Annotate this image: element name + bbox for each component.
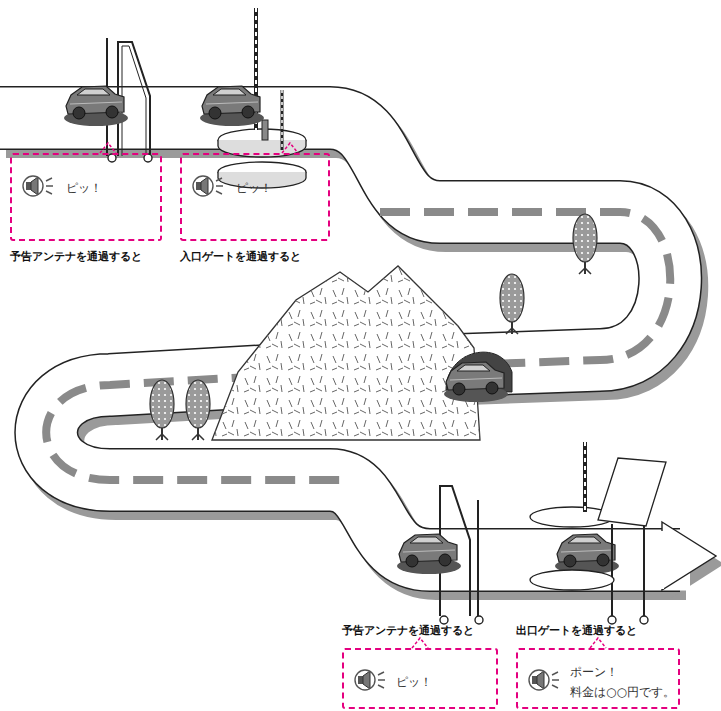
- speech-callout: ピッ！予告アンテナを通過すると: [10, 153, 162, 241]
- callout-heading: 予告アンテナを通過すると: [342, 623, 474, 638]
- speech-callout: 予告アンテナを通過するとピッ！: [342, 648, 498, 709]
- sound-text: ポーン！: [570, 664, 618, 681]
- callout-heading: 入口ゲートを通過すると: [180, 249, 301, 264]
- callout-heading: 出口ゲートを通過すると: [516, 623, 637, 638]
- callout-heading: 予告アンテナを通過すると: [10, 249, 142, 264]
- sound-text: ピッ！: [66, 180, 102, 197]
- speech-callout: 出口ゲートを通過するとポーン！料金は○○円です。: [516, 648, 680, 709]
- sound-text: 料金は○○円です。: [570, 684, 675, 701]
- sound-text: ピッ！: [236, 180, 272, 197]
- speech-callout: ピッ！入口ゲートを通過すると: [180, 153, 330, 241]
- sound-text: ピッ！: [396, 674, 432, 691]
